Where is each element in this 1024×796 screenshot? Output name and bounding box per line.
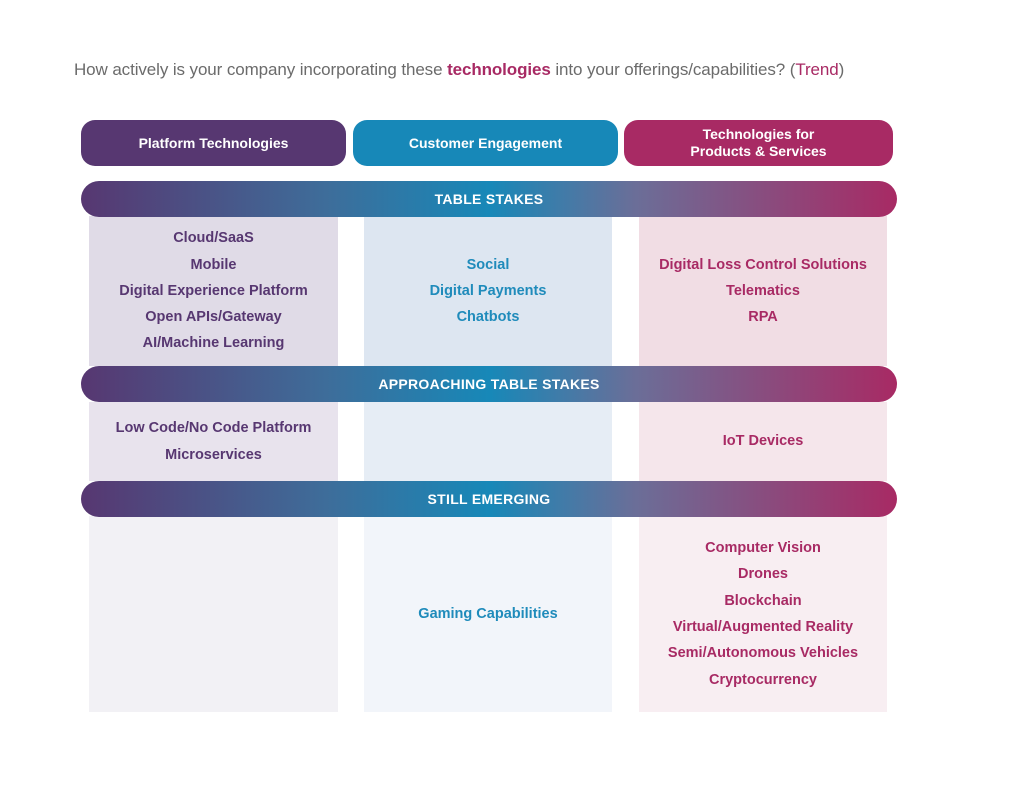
question-heading: How actively is your company incorporati… bbox=[74, 60, 974, 80]
tier-band-still-emerging: STILL EMERGING bbox=[81, 481, 897, 517]
technology-item: IoT Devices bbox=[722, 433, 804, 450]
technology-item: Semi/Autonomous Vehicles bbox=[667, 645, 859, 662]
technology-item: Mobile bbox=[190, 256, 237, 273]
column-header-label: Platform Technologies bbox=[138, 134, 289, 151]
technology-item: Open APIs/Gateway bbox=[145, 309, 282, 326]
column-header-line2: Products & Services bbox=[690, 143, 827, 159]
technology-item: Low Code/No Code Platform bbox=[115, 420, 312, 437]
tier-band-approaching-table-stakes: APPROACHING TABLE STAKES bbox=[81, 366, 897, 402]
cell-emerging-customer: Gaming Capabilities bbox=[364, 516, 612, 712]
technology-item: Microservices bbox=[165, 446, 262, 463]
column-header-label: Technologies for Products & Services bbox=[690, 126, 826, 160]
tier-band-table-stakes: TABLE STAKES bbox=[81, 181, 897, 217]
question-close: ) bbox=[838, 60, 845, 79]
technology-item: Chatbots bbox=[456, 309, 520, 326]
technology-item: Computer Vision bbox=[705, 540, 821, 557]
column-header-products-services: Technologies for Products & Services bbox=[624, 120, 893, 166]
technology-item: Blockchain bbox=[724, 592, 802, 609]
technology-item: Drones bbox=[738, 566, 788, 583]
question-trend: Trend bbox=[795, 60, 839, 79]
column-header-label: Customer Engagement bbox=[408, 134, 563, 151]
column-header-customer-engagement: Customer Engagement bbox=[353, 120, 618, 166]
technology-item: Digital Experience Platform bbox=[119, 282, 308, 299]
technology-item: AI/Machine Learning bbox=[142, 335, 285, 352]
question-suffix: into your offerings/capabilities? ( bbox=[550, 60, 796, 79]
question-prefix: How actively is your company incorporati… bbox=[74, 60, 448, 79]
cell-approaching-customer bbox=[364, 402, 612, 481]
tier-label: TABLE STAKES bbox=[434, 191, 544, 207]
tier-label: APPROACHING TABLE STAKES bbox=[378, 376, 600, 392]
technology-item: Telematics bbox=[726, 282, 800, 299]
column-header-platform-technologies: Platform Technologies bbox=[81, 120, 346, 166]
technology-item: Cloud/SaaS bbox=[173, 230, 254, 247]
question-highlight: technologies bbox=[447, 60, 551, 79]
technology-item: Digital Payments bbox=[429, 282, 547, 299]
technology-item: RPA bbox=[748, 309, 778, 326]
technology-item: Gaming Capabilities bbox=[418, 605, 558, 622]
column-header-line1: Technologies for bbox=[702, 126, 815, 142]
tier-label: STILL EMERGING bbox=[427, 491, 551, 507]
technology-item: Digital Loss Control Solutions bbox=[659, 256, 867, 273]
cell-approaching-products: IoT Devices bbox=[639, 402, 887, 481]
technology-item: Social bbox=[466, 256, 510, 273]
cell-emerging-platform bbox=[89, 516, 338, 712]
technology-item: Virtual/Augmented Reality bbox=[672, 619, 854, 635]
technology-item: Cryptocurrency bbox=[709, 671, 817, 688]
